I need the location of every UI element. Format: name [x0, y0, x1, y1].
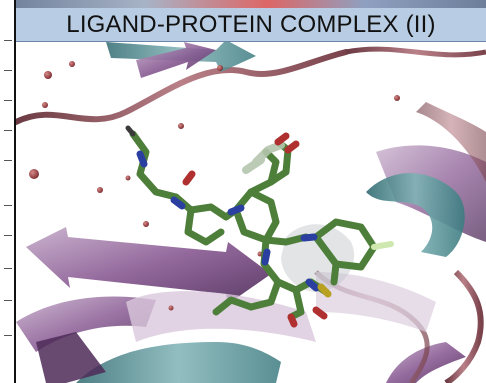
coil-segment: [444, 269, 484, 383]
water-sphere: [44, 71, 52, 79]
edge-tick: [4, 235, 12, 236]
nitrogen-atom: [227, 204, 245, 216]
coil-segment: [16, 49, 349, 125]
oxygen-atom: [274, 132, 290, 146]
water-sphere: [217, 65, 223, 71]
edge-tick: [4, 40, 12, 41]
methyl-tip: [125, 125, 136, 137]
ligand-bond: [330, 260, 340, 286]
water-sphere: [394, 95, 400, 101]
coil-segment: [345, 46, 486, 58]
beta-strand: [316, 272, 436, 332]
ligand-bond: [242, 156, 265, 174]
ligand-bond: [262, 233, 310, 246]
nitrogen-atom: [305, 278, 320, 292]
water-sphere: [125, 175, 131, 181]
edge-tick: [4, 335, 12, 336]
beta-strand: [76, 342, 281, 383]
beta-strand: [36, 332, 106, 383]
water-sphere: [97, 187, 103, 193]
edge-tick: [4, 205, 12, 206]
title-banner: LIGAND-PROTEIN COMPLEX (II): [16, 8, 486, 42]
fluorine-atom: [371, 241, 394, 250]
edge-tick: [4, 268, 12, 269]
top-edge-strip: [0, 0, 486, 8]
nitrogen-atom: [170, 196, 186, 210]
helix-ribbon: [366, 173, 465, 257]
protein-ribbons: [16, 42, 486, 383]
water-sphere: [178, 123, 184, 129]
nitrogen-atom: [136, 150, 148, 168]
oxygen-atom: [182, 170, 196, 186]
nitrogen-atom: [261, 248, 271, 266]
water-sphere: [168, 305, 174, 311]
page-title: LIGAND-PROTEIN COMPLEX (II): [66, 10, 436, 38]
ligand-structure: [125, 125, 394, 328]
nitrogen-atom: [300, 233, 318, 242]
beta-strand: [416, 102, 486, 182]
edge-tick: [4, 100, 12, 101]
beta-strand: [26, 227, 271, 304]
edge-tick: [4, 300, 12, 301]
beta-strand: [16, 296, 156, 352]
water-sphere: [42, 102, 48, 108]
ligand-bond: [184, 206, 225, 246]
ligand-bond: [232, 188, 280, 244]
beta-strand: [386, 342, 466, 383]
ligand-bond: [287, 286, 305, 321]
sulfur-atom: [317, 283, 332, 298]
oxygen-atom: [284, 140, 300, 154]
water-sphere: [29, 169, 39, 179]
molecular-rendering: [16, 42, 486, 383]
beta-strand: [126, 291, 316, 342]
water-sphere: [143, 221, 149, 227]
water-sphere: [69, 61, 75, 67]
beta-strand: [136, 42, 216, 78]
ligand-bond: [212, 296, 255, 316]
edge-tick: [4, 160, 12, 161]
left-edge-strip: [0, 0, 16, 383]
edge-tick: [4, 130, 12, 131]
edge-tick: [4, 70, 12, 71]
oxygen-atom: [312, 306, 328, 320]
ligand-bond: [129, 130, 180, 201]
oxygen-atom: [287, 313, 298, 328]
water-molecules: [29, 61, 400, 311]
